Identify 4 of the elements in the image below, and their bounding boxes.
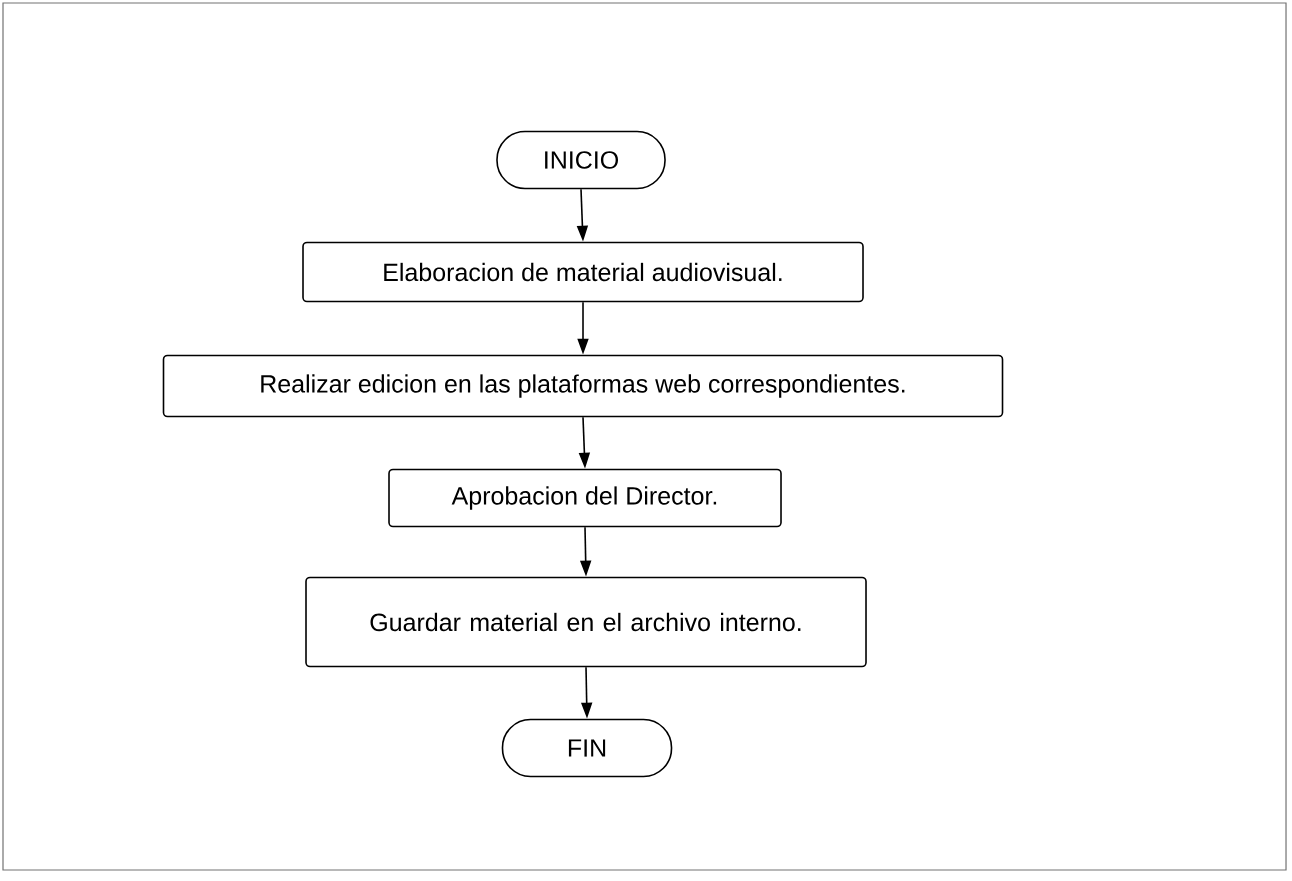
process-box: Elaboracion de material audiovisual. [302, 241, 864, 303]
process-box: Realizar edicion en las plataformas web correspondientes. [162, 354, 1004, 418]
process-box: Guardar material en el archivo interno. [305, 576, 867, 668]
process-box: Aprobacion del Director. [388, 468, 782, 528]
